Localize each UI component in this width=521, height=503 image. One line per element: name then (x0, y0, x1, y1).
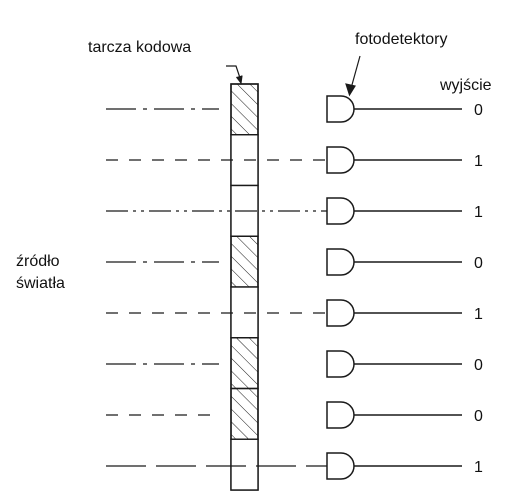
output-value: 0 (474, 102, 483, 119)
code-segment-opaque (230, 337, 259, 390)
output-value: 1 (474, 306, 483, 323)
photodetector-icon (326, 350, 355, 378)
track-row: 1 (106, 134, 483, 187)
code-segment-transparent (230, 438, 259, 491)
track-row: 1 (106, 286, 483, 339)
light-source-label-line2: światła (16, 275, 65, 292)
output-value: 1 (474, 153, 483, 170)
light-source-label-line1: źródło (16, 253, 60, 270)
output-value: 0 (474, 357, 483, 374)
track-row: 1 (106, 184, 483, 237)
code-segment-opaque (230, 387, 259, 440)
photodetector-icon (326, 401, 355, 429)
output-value: 1 (474, 459, 483, 476)
photodetector-icon (326, 248, 355, 276)
code-disc-pointer (226, 65, 243, 85)
track-row: 0 (106, 337, 483, 390)
track-row: 0 (106, 235, 483, 288)
photodetector-pointer (345, 55, 361, 97)
photodetectors-label: fotodetektory (355, 31, 448, 48)
track-row: 0 (106, 83, 483, 136)
code-segment-opaque (230, 235, 259, 288)
output-value: 1 (474, 204, 483, 221)
output-value: 0 (474, 255, 483, 272)
photodetector-icon (326, 95, 355, 123)
output-value: 0 (474, 408, 483, 425)
track-row: 0 (106, 387, 483, 440)
code-disc-label: tarcza kodowa (88, 39, 191, 56)
track-row: 1 (106, 438, 483, 491)
photodetector-icon (326, 197, 355, 225)
photodetector-icon (326, 452, 355, 480)
output-label: wyjście (439, 77, 492, 94)
photodetector-icon (326, 299, 355, 327)
code-segment-opaque (230, 83, 259, 136)
photodetector-icon (326, 146, 355, 174)
tracks-layer: 0 1 1 0 1 0 0 1 (106, 83, 483, 491)
